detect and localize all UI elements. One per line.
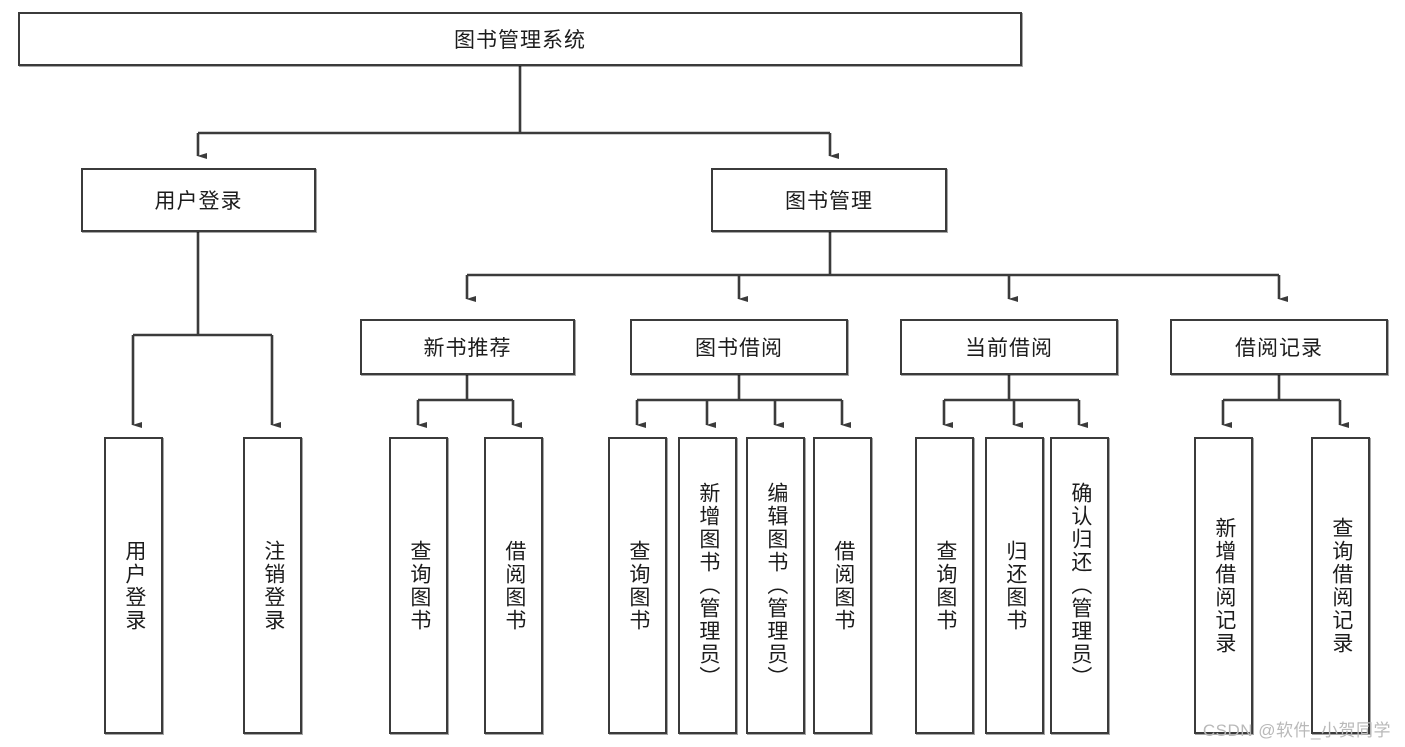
node-label: 图书管理系统	[454, 29, 586, 52]
node-label: 借阅图书	[831, 539, 855, 632]
node-user-login[interactable]: 用户登录	[81, 168, 316, 232]
node-label: 编辑图书（管理员）	[764, 482, 788, 689]
node-label: 当前借阅	[965, 337, 1053, 360]
leaf-user-login-logout[interactable]: 注销登录	[243, 437, 302, 734]
node-label: 注销登录	[261, 539, 285, 632]
node-borrow-record[interactable]: 借阅记录	[1170, 319, 1388, 375]
node-book-management[interactable]: 图书管理	[711, 168, 947, 232]
node-new-book-recommend[interactable]: 新书推荐	[360, 319, 575, 375]
node-current-borrow[interactable]: 当前借阅	[900, 319, 1118, 375]
node-label: 新增图书（管理员）	[696, 482, 720, 689]
node-book-borrow[interactable]: 图书借阅	[630, 319, 848, 375]
leaf-current-confirm-return-admin[interactable]: 确认归还（管理员）	[1050, 437, 1109, 734]
node-label: 用户登录	[154, 190, 243, 213]
leaf-borrow-query-book[interactable]: 查询图书	[608, 437, 667, 734]
node-label: 借阅记录	[1235, 337, 1323, 360]
node-label: 查询图书	[626, 539, 650, 632]
leaf-new-book-query-book[interactable]: 查询图书	[389, 437, 448, 734]
leaf-current-return-book[interactable]: 归还图书	[985, 437, 1044, 734]
node-label: 查询图书	[933, 539, 957, 632]
node-label: 查询借阅记录	[1329, 516, 1353, 655]
node-label: 图书借阅	[695, 337, 783, 360]
node-label: 新书推荐	[423, 337, 512, 360]
leaf-current-query-book[interactable]: 查询图书	[915, 437, 974, 734]
node-root-book-management-system[interactable]: 图书管理系统	[18, 12, 1022, 66]
leaf-borrow-edit-book-admin[interactable]: 编辑图书（管理员）	[746, 437, 805, 734]
node-label: 新增借阅记录	[1212, 516, 1236, 655]
leaf-new-book-borrow-book[interactable]: 借阅图书	[484, 437, 543, 734]
watermark: CSDN @软件_小贺同学	[1202, 721, 1391, 740]
node-label: 归还图书	[1003, 539, 1027, 632]
node-label: 确认归还（管理员）	[1068, 482, 1092, 689]
node-label: 查询图书	[407, 539, 431, 632]
leaf-record-add-record[interactable]: 新增借阅记录	[1194, 437, 1253, 734]
leaf-user-login-login[interactable]: 用户登录	[104, 437, 163, 734]
leaf-record-query-record[interactable]: 查询借阅记录	[1311, 437, 1370, 734]
node-label: 图书管理	[785, 190, 873, 213]
leaf-borrow-add-book-admin[interactable]: 新增图书（管理员）	[678, 437, 737, 734]
node-label: 用户登录	[122, 539, 146, 632]
leaf-borrow-borrow-book[interactable]: 借阅图书	[813, 437, 872, 734]
node-label: 借阅图书	[502, 539, 526, 632]
